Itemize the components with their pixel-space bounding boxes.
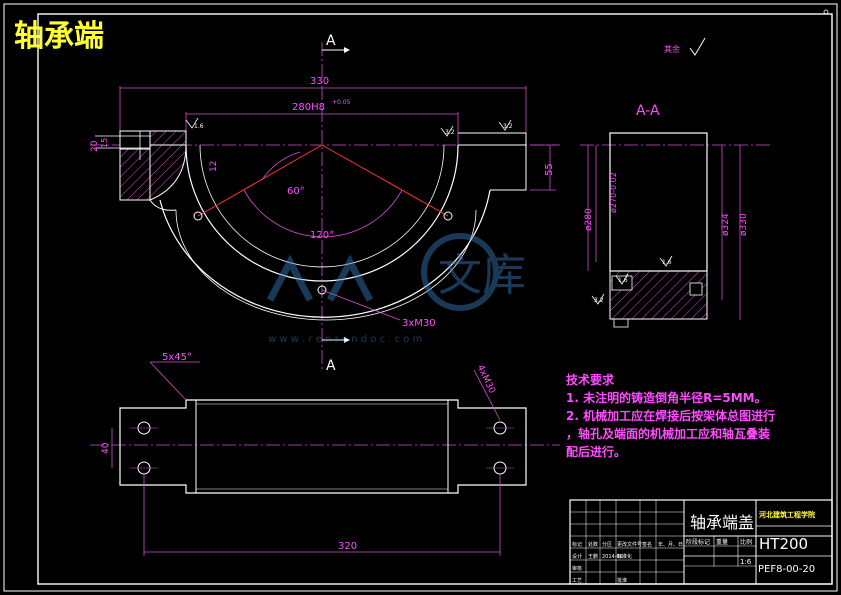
roughness-symbol-icon: 3.2	[591, 293, 605, 305]
section-view: A-A ø280 ø270-0.02 ø324 ø330 1.6 3.2 1.6	[580, 103, 770, 328]
dim-phi330: ø330	[739, 213, 749, 236]
title-block: 标记 处数 分区 更改文件号 签名 年、月、日 设计 王鹏 2014-06 标准…	[569, 499, 833, 585]
roughness-symbol-icon: 1.6	[659, 255, 673, 267]
svg-text:3.2: 3.2	[594, 297, 604, 304]
dim-320: 320	[338, 541, 357, 552]
tb-drawing-no: PEF8-00-20	[758, 564, 815, 575]
dim-330-top: 330	[310, 76, 329, 87]
tb-row-label: 签名	[642, 541, 652, 548]
top-view: A A 330 280H8 +0.05 20 15 12	[90, 33, 560, 374]
dim-280h8-tol: +0.05	[332, 99, 351, 106]
dim-phi270: ø270-0.02	[609, 172, 618, 213]
svg-text:3.2: 3.2	[445, 129, 455, 136]
tb-row-label: 年、月、日	[658, 541, 683, 548]
tech-note-line: 配后进行。	[566, 444, 626, 459]
tb-row2-label: 王鹏	[588, 553, 598, 560]
roughness-symbol-icon	[689, 37, 706, 56]
roughness-symbol-icon: 1.6	[185, 117, 204, 130]
svg-text:1.6: 1.6	[618, 277, 628, 284]
drawing-title: 轴承端	[14, 19, 104, 54]
tb-col-stage: 阶段标记	[686, 538, 710, 546]
tb-row-label: 处数	[588, 541, 598, 548]
bolt-hole-left	[193, 211, 203, 221]
tb-school: 河北建筑工程学院	[759, 510, 815, 519]
dim-15: 15	[100, 138, 109, 148]
tb-row2-label: 2014-06	[602, 554, 623, 560]
tb-row3-label: 审核	[572, 565, 582, 572]
dim-40: 40	[101, 442, 111, 454]
roughness-symbol-icon: 1.6	[615, 273, 629, 285]
bottom-view: 5x45° 4xM30 40 320	[90, 352, 560, 556]
svg-text:1.6: 1.6	[662, 259, 672, 266]
dim-phi324: ø324	[721, 213, 731, 236]
tb-part-name: 轴承端盖	[690, 513, 754, 532]
roughness-symbol-icon: 3.2	[440, 125, 455, 137]
tech-note-line: 1. 未注明的铸造倒角半径R=5MM。	[566, 390, 767, 405]
dim-3xm30: 3xM30	[402, 318, 436, 329]
tech-notes-heading: 技术要求	[566, 372, 615, 387]
svg-text:3.2: 3.2	[503, 123, 513, 130]
watermark-text: 文库	[438, 250, 526, 301]
tb-row-label: 标记	[572, 541, 582, 548]
roughness-label: 其余	[664, 44, 680, 54]
tech-note-line: 2. 机械加工应在焊接后按架体总图进行	[566, 408, 775, 423]
dim-280h8: 280H8	[292, 102, 325, 113]
corner-mark	[823, 9, 829, 15]
tb-row-label: 更改文件号	[617, 541, 642, 548]
section-view-label: A-A	[636, 103, 660, 119]
inner-frame	[37, 13, 833, 585]
tech-notes: 技术要求 1. 未注明的铸造倒角半径R=5MM。 2. 机械加工应在焊接后按架体…	[566, 372, 775, 459]
svg-text:1.6: 1.6	[194, 123, 204, 130]
tb-row2-label: 设计	[572, 553, 582, 560]
dim-20: 20	[90, 140, 100, 152]
angle-60: 60°	[287, 186, 305, 197]
tb-row2-label: 标准化	[617, 553, 632, 560]
bolt-hole-bottom	[317, 285, 327, 295]
tb-row4-label: 批准	[617, 577, 627, 584]
section-mark-bottom: A	[326, 358, 336, 374]
chamfer-note: 5x45°	[162, 352, 192, 363]
watermark-url: w w w . r e n r e n d o c . c o m	[268, 334, 422, 345]
holes-note: 4xM30	[475, 364, 497, 396]
roughness-symbol-icon: 3.2	[498, 119, 513, 131]
tb-row-label: 分区	[602, 541, 612, 548]
tb-row4-label: 工艺	[572, 578, 582, 584]
outer-frame	[3, 3, 838, 592]
angle-120: 120°	[310, 230, 334, 241]
section-mark-top: A	[326, 33, 336, 49]
tb-col-weight: 重量	[716, 538, 728, 546]
dim-12: 12	[209, 161, 219, 172]
tb-col-scale: 比例	[740, 538, 752, 546]
dim-phi280: ø280	[584, 208, 594, 231]
tb-material: HT200	[759, 535, 808, 553]
tech-note-line: ，轴孔及端面的机械加工应和轴瓦叠装	[566, 426, 770, 441]
bolt-hole-right	[443, 211, 453, 221]
dim-55: 55	[544, 163, 555, 176]
tb-scale-value: 1:6	[740, 558, 752, 566]
watermark: 文库 w w w . r e n r e n d o c . c o m	[266, 233, 526, 345]
